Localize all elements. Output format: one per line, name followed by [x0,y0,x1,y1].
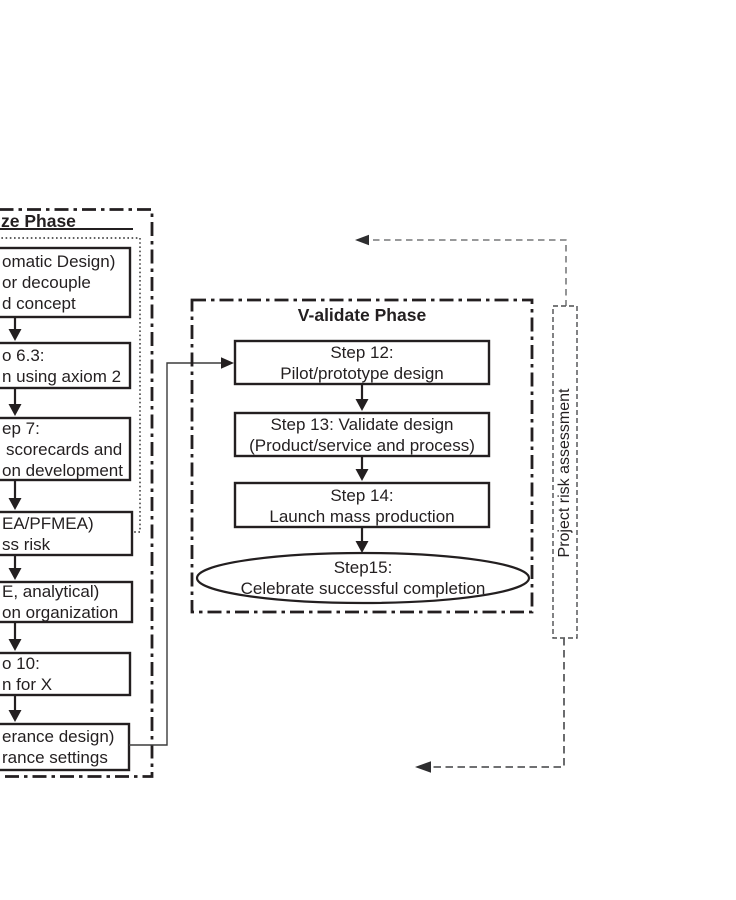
text-line: Step15: [333,558,393,577]
validate-phase-title: V-alidate Phase [192,305,532,326]
down-arrow-icon [8,498,22,510]
text-line: rance settings [2,748,108,767]
text-line: V-alidate Phase [297,305,427,325]
optimize-box-6 [0,651,132,697]
optimize-box-1 [0,246,132,319]
down-arrow-icon [8,639,22,651]
optimize-box-7-label: erance design) rance settings [2,726,128,768]
optimize-box-4 [0,510,134,557]
text-line: E, analytical) [2,582,100,601]
down-arrow-icon [355,469,369,481]
text-line: n for X [2,675,53,694]
step-15-ellipse [195,551,531,605]
down-arrow-icon [8,710,22,722]
down-arrow-icon [8,404,22,416]
text-line: ss risk [2,535,51,554]
optimize-box-2 [0,341,132,390]
risk-assessment-border [552,305,578,639]
optimize-box-6-label: o 10: n for X [2,653,129,695]
step-13-label: Step 13: Validate design (Product/servic… [235,414,489,456]
down-arrow-icon [8,568,22,580]
left-arrow-icon [355,234,369,246]
text-line: Launch mass production [269,507,455,526]
text-line: Celebrate successful completion [240,579,486,598]
text-line: on organization [2,603,119,622]
validate-phase-border [190,298,534,614]
text-line: scorecards and [6,440,123,459]
text-line: ep 7: [2,419,40,438]
text-line: omatic Design) [2,252,116,271]
optimize-box-3-label: ep 7: scorecards and on development [2,418,129,481]
optimize-box-3 [0,416,132,482]
right-arrow-icon [221,357,234,369]
optimize-box-7 [0,722,131,772]
step-13-box [233,411,491,458]
optimize-box-5-label: E, analytical) on organization [2,581,131,623]
text-line: ze Phase [1,211,76,231]
optimize-box-4-label: EA/PFMEA) ss risk [2,513,131,555]
text-line: Pilot/prototype design [280,364,444,383]
text-line: erance design) [2,727,115,746]
text-line: EA/PFMEA) [2,514,94,533]
risk-feedback-top-line [362,239,567,306]
down-arrow-icon [8,329,22,341]
text-line: n using axiom 2 [2,367,122,386]
optimize-to-validate-connector [129,362,222,746]
text-line: or decouple [2,273,91,292]
step-12-label: Step 12: Pilot/prototype design [235,342,489,384]
text-line: (Product/service and process) [249,436,475,455]
optimize-box-1-label: omatic Design) or decouple d concept [2,251,129,314]
left-arrow-icon [415,761,431,773]
text-line: o 6.3: [2,346,45,365]
text-line: Step 14: [330,486,394,505]
text-line: Step 13: Validate design [270,415,454,434]
risk-assessment-label: Project risk assessment [556,388,573,558]
step-14-box [233,481,491,529]
optimize-box-5 [0,580,134,624]
risk-feedback-bottom-line [429,638,565,768]
text-line: Step 12: [330,343,394,362]
text-line: on development [2,461,123,480]
step-15-label: Step15: Celebrate successful completion [193,557,533,599]
step-14-label: Step 14: Launch mass production [235,485,489,527]
text-line: d concept [2,294,76,313]
text-line: o 10: [2,654,40,673]
optimize-box-2-label: o 6.3: n using axiom 2 [2,345,129,387]
down-arrow-icon [355,541,369,553]
down-arrow-icon [355,399,369,411]
optimize-phase-border [0,208,154,778]
optimize-phase-title: ze Phase [1,211,141,232]
